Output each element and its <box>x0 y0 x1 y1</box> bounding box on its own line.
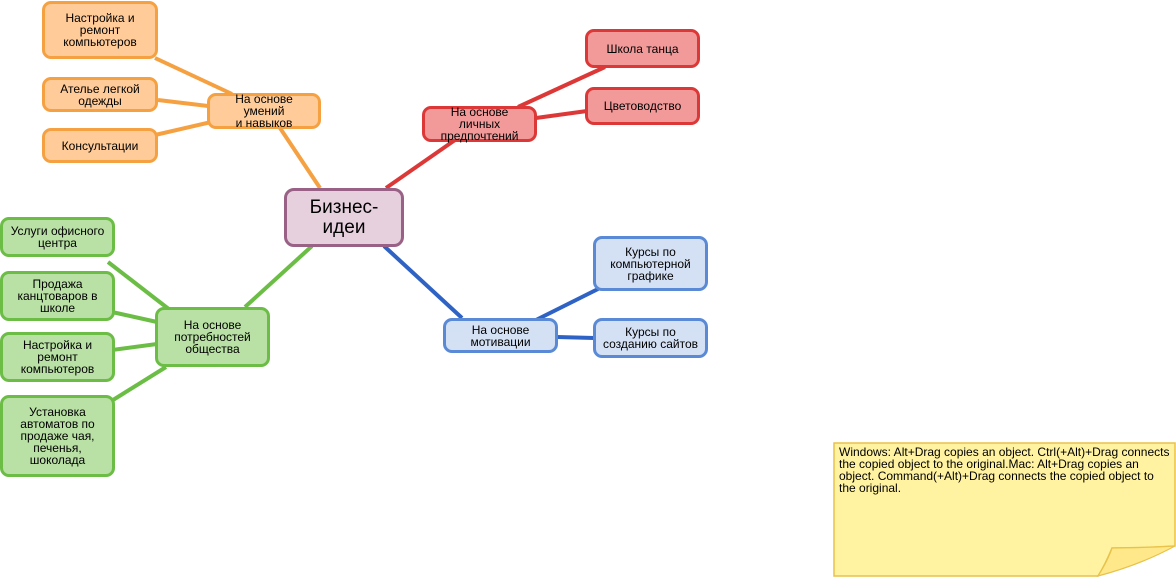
skills-child-computer-repair[interactable]: Настройка и ремонт компьютеров <box>42 1 158 59</box>
branch-motivation-label: На основе мотивации <box>470 322 531 349</box>
preferences-child-floriculture[interactable]: Цветоводство <box>585 87 700 125</box>
branch-skills[interactable]: На основе умений и навыков <box>207 93 321 129</box>
skills-child-label: Ателье легкой одежды <box>60 81 140 108</box>
edge-preferences-2 <box>535 109 588 120</box>
edge-central-preferences <box>384 138 457 190</box>
branch-skills-label: На основе умений и навыков <box>235 92 293 130</box>
motivation-child-graphics-courses[interactable]: Курсы по компьютерной графике <box>593 236 708 291</box>
branch-preferences[interactable]: На основе личных предпочтений <box>422 106 537 142</box>
branch-motivation[interactable]: На основе мотивации <box>443 318 558 353</box>
preferences-child-label: Школа танца <box>606 41 679 56</box>
skills-child-clothing-studio[interactable]: Ателье легкой одежды <box>42 77 158 112</box>
society-child-stationery[interactable]: Продажа канцтоваров в школе <box>0 271 115 321</box>
branch-society[interactable]: На основе потребностей общества <box>155 307 270 367</box>
edge-skills-1 <box>154 56 233 96</box>
society-child-label: Продажа канцтоваров в школе <box>17 277 98 315</box>
motivation-child-label: Курсы по созданию сайтов <box>602 325 699 351</box>
note-curl <box>1096 545 1176 577</box>
society-child-office-services[interactable]: Услуги офисного центра <box>0 217 115 257</box>
society-child-computer-repair[interactable]: Настройка и ремонт компьютеров <box>0 332 115 382</box>
central-topic[interactable]: Бизнес- идеи <box>284 188 404 247</box>
edge-central-motivation <box>382 244 464 320</box>
edge-central-society <box>243 244 314 309</box>
skills-child-label: Настройка и ремонт компьютеров <box>63 11 137 49</box>
edge-society-4 <box>111 365 168 402</box>
preferences-child-label: Цветоводство <box>603 99 682 113</box>
edge-motivation-1 <box>535 286 601 322</box>
skills-child-consulting[interactable]: Консультации <box>42 128 158 163</box>
branch-society-label: На основе потребностей общества <box>174 318 251 356</box>
society-child-label: Настройка и ремонт компьютеров <box>20 338 95 376</box>
preferences-child-dance-school[interactable]: Школа танца <box>585 29 700 68</box>
edge-preferences-1 <box>517 65 606 109</box>
society-child-label: Установка автоматов по продаже чая, пече… <box>20 405 95 467</box>
edge-society-1 <box>106 260 172 312</box>
motivation-child-web-courses[interactable]: Курсы по созданию сайтов <box>593 318 708 358</box>
note-text[interactable]: Windows: Alt+Drag copies an object. Ctrl… <box>839 445 1170 495</box>
central-topic-label: Бизнес- идеи <box>309 196 379 238</box>
edge-motivation-2 <box>556 335 595 340</box>
edge-skills-2 <box>157 98 209 108</box>
motivation-child-label: Курсы по компьютерной графике <box>610 244 691 283</box>
society-child-vending-machines[interactable]: Установка автоматов по продаже чая, пече… <box>0 395 115 477</box>
skills-child-label: Консультации <box>61 138 139 153</box>
society-child-label: Услуги офисного центра <box>10 224 105 250</box>
edge-central-skills <box>276 123 322 190</box>
branch-preferences-label: На основе личных предпочтений <box>440 105 519 143</box>
edge-society-2 <box>111 310 158 324</box>
edge-society-3 <box>111 342 158 352</box>
